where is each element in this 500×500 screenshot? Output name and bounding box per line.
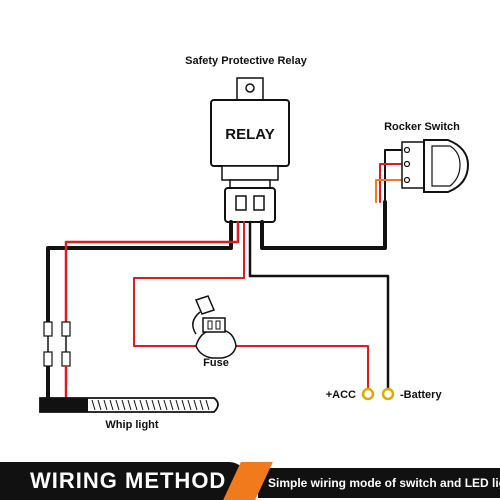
- battery-label: -Battery: [400, 389, 442, 401]
- wiring-diagram: Safety Protective Relay RELAY Rocker Swi…: [39, 55, 470, 431]
- fuse-caption: Fuse: [203, 357, 229, 369]
- footer-title-block: [0, 462, 248, 500]
- battery-terminal: [381, 387, 395, 401]
- switch-caption: Rocker Switch: [384, 121, 460, 133]
- whip-connector: [43, 321, 71, 398]
- footer-subtitle: Simple wiring mode of switch and LED lig…: [268, 476, 500, 490]
- whip-caption: Whip light: [105, 419, 158, 431]
- whip-light: [39, 397, 219, 413]
- acc-label: +ACC: [326, 389, 356, 401]
- relay-component: RELAY: [210, 77, 290, 223]
- relay-caption: Safety Protective Relay: [185, 55, 308, 67]
- relay-wires: [46, 149, 403, 390]
- footer-title: WIRING METHOD: [30, 468, 227, 493]
- footer-banner: WIRING METHOD Simple wiring mode of swit…: [0, 458, 500, 500]
- footer-subtitle-block: [258, 468, 500, 498]
- acc-terminal: [361, 387, 375, 401]
- rocker-switch: [401, 139, 470, 193]
- fuse-holder: [192, 295, 237, 359]
- relay-body-label: RELAY: [225, 126, 274, 143]
